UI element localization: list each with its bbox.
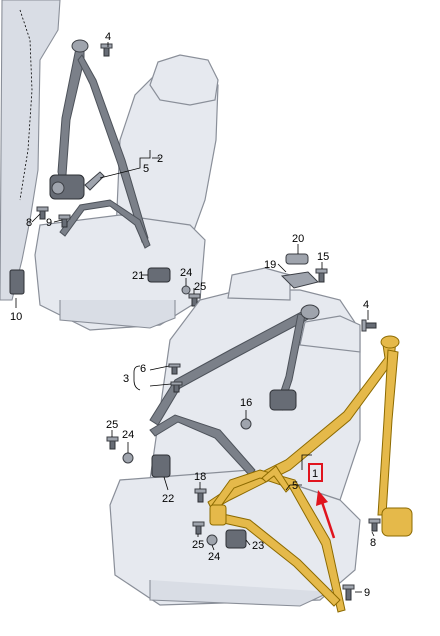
callout-16: 16 — [240, 397, 252, 409]
callout-5-top: 5 — [143, 163, 149, 175]
callout-15: 15 — [317, 251, 329, 263]
callout-25-b: 25 — [106, 419, 118, 431]
callout-3: 3 — [123, 373, 129, 385]
callout-8-right: 8 — [370, 537, 376, 549]
rear-center-upper-anchor — [300, 304, 320, 320]
callout-2: 2 — [157, 153, 163, 165]
bolt-9-right — [342, 584, 355, 601]
buckle-23 — [225, 529, 247, 549]
callout-25-a: 25 — [194, 281, 206, 293]
callout-21: 21 — [132, 270, 144, 282]
callout-1: 1 — [312, 468, 318, 480]
cover-19 — [280, 271, 319, 289]
red-pointer-arrow — [316, 490, 336, 539]
callout-labels: 4 2 5 8 9 10 21 24 25 20 19 15 4 3 6 16 … — [10, 31, 376, 599]
rear-headrest-right — [299, 315, 361, 353]
washer-24-bottom — [206, 534, 218, 546]
callout-10: 10 — [10, 311, 22, 323]
highlighted-upper-anchor — [380, 335, 400, 349]
callout-9-right: 9 — [364, 587, 370, 599]
bolt-6-a — [168, 363, 181, 375]
cover-20 — [285, 253, 309, 265]
washer-24-left — [122, 452, 134, 464]
front-belt-webbing — [57, 47, 85, 181]
cap-10 — [9, 269, 25, 295]
bolt-15 — [315, 268, 328, 283]
callout-23: 23 — [252, 540, 264, 552]
callout-4-right: 4 — [363, 299, 369, 311]
washer-24-top — [181, 285, 191, 295]
front-seat-assembly — [0, 0, 219, 331]
b-pillar-trim — [0, 0, 61, 301]
callout-24-a: 24 — [180, 267, 192, 279]
callout-18: 18 — [194, 471, 206, 483]
upper-anchor-front — [71, 39, 89, 53]
front-seat-headrest — [149, 54, 219, 106]
buckle-22 — [151, 454, 171, 478]
bolt-6-b — [170, 381, 183, 393]
callout-8-left: 8 — [26, 217, 32, 229]
rear-seat-assembly — [106, 253, 413, 613]
callout-5-bottom: 5 — [292, 480, 298, 492]
highlight-box-part-1 — [308, 463, 323, 482]
bolt-4-right — [361, 319, 377, 332]
cap-16 — [240, 418, 252, 430]
bolt-18 — [194, 488, 207, 503]
callout-25-c: 25 — [192, 539, 204, 551]
bolt-4-top — [100, 43, 113, 57]
bolt-25-top — [188, 293, 201, 307]
bolt-8-right — [368, 518, 381, 532]
callout-9-left: 9 — [46, 217, 52, 229]
leader-lines — [15, 42, 375, 593]
rear-headrest-left — [227, 267, 291, 301]
callout-24-c: 24 — [208, 551, 220, 563]
callout-19: 19 — [264, 259, 276, 271]
callout-4-top: 4 — [105, 31, 111, 43]
highlighted-buckle-tongue — [209, 504, 227, 526]
bolt-25-bottom — [192, 521, 205, 535]
callout-20: 20 — [292, 233, 304, 245]
bolt-25-left — [106, 436, 119, 450]
callout-6: 6 — [140, 363, 146, 375]
callout-24-b: 24 — [122, 429, 134, 441]
highlighted-retractor — [381, 507, 413, 537]
front-guide-bracket — [84, 171, 105, 191]
rear-center-retractor — [269, 389, 297, 411]
highlighted-guide-bracket — [261, 465, 291, 493]
front-buckle — [147, 267, 171, 283]
bolt-9-left — [58, 214, 71, 228]
callout-22: 22 — [162, 493, 174, 505]
